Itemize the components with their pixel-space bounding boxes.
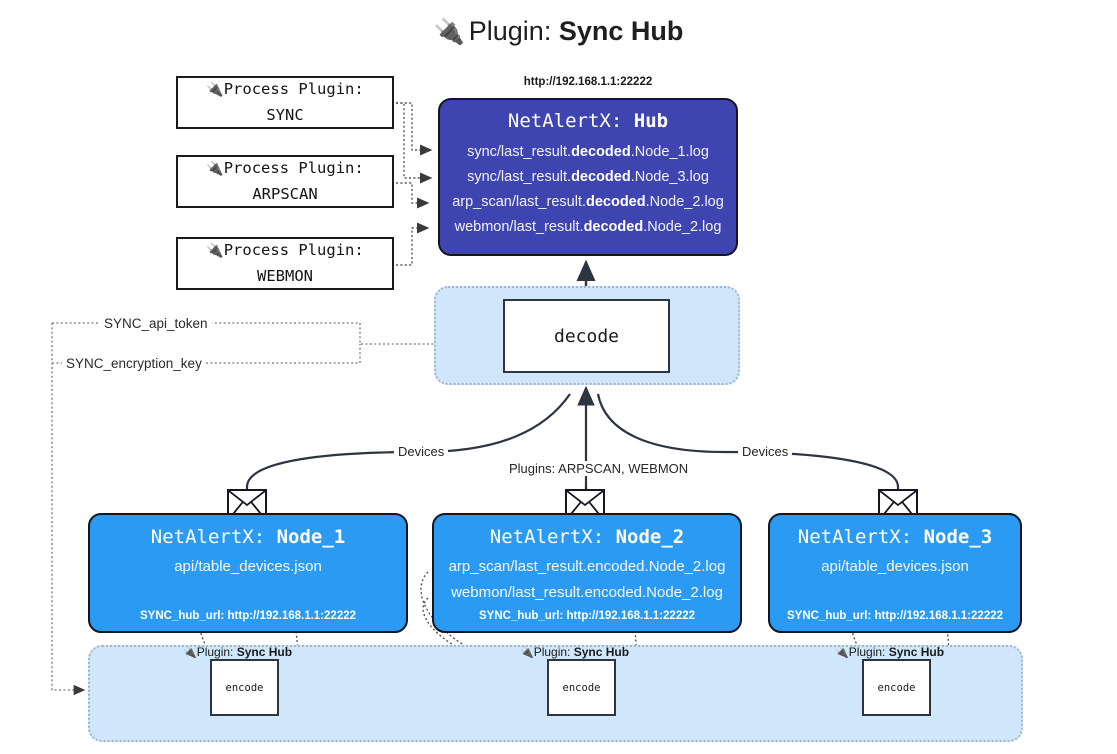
hub-box[interactable]: NetAlertX: Hub sync/last_result.decoded.…	[438, 98, 738, 256]
node-box-node-2[interactable]: NetAlertX: Node_2 arp_scan/last_result.e…	[432, 513, 742, 633]
encoder-plugin-label-3: 🔌Plugin: Sync Hub	[835, 645, 945, 659]
encoder-plugin-label-2: 🔌Plugin: Sync Hub	[520, 645, 630, 659]
wire-sync-to-hub-log1	[396, 102, 433, 156]
edge-label-plugins: Plugins: ARPSCAN, WEBMON	[505, 461, 693, 476]
process-plugin-arpscan-name: ARPSCAN	[252, 185, 318, 203]
hub-log-line: sync/last_result.decoded.Node_3.log	[467, 169, 709, 185]
plug-icon: 🔌	[206, 82, 224, 98]
node-line: api/table_devices.json	[821, 558, 969, 575]
encode-box-2[interactable]: encode	[547, 659, 616, 716]
page-title-prefix: Plugin:	[468, 16, 559, 46]
encoder-plugin-label-1: 🔌Plugin: Sync Hub	[183, 645, 293, 659]
process-plugin-webmon-line1: 🔌Process Plugin:	[178, 238, 392, 264]
process-plugin-sync-box[interactable]: 🔌Process Plugin: SYNC	[176, 76, 394, 129]
edge-label-devices-right: Devices	[738, 444, 793, 459]
node-title: NetAlertX: Node_2	[489, 526, 685, 548]
process-plugin-arpscan-label: Process Plugin:	[223, 159, 364, 177]
node-title: NetAlertX: Node_3	[797, 526, 993, 548]
hub-log-line: sync/last_result.decoded.Node_1.log	[467, 144, 709, 160]
node-title-name: Node_3	[923, 526, 993, 548]
node-title-name: Node_2	[615, 526, 685, 548]
node-line: api/table_devices.json	[174, 558, 322, 575]
node-line: webmon/last_result.encoded.Node_2.log	[451, 584, 723, 601]
plug-icon: 🔌	[206, 243, 224, 259]
hub-url-label: http://192.168.1.1:22222	[523, 76, 653, 88]
wire-sync-to-hub-log2	[396, 102, 433, 184]
page-title: 🔌Plugin: Sync Hub	[0, 16, 1117, 47]
process-plugin-arpscan-line1: 🔌Process Plugin:	[178, 156, 392, 182]
process-plugin-webmon-name: WEBMON	[257, 267, 313, 285]
plug-icon: 🔌	[433, 18, 465, 46]
hub-title-prefix: NetAlertX:	[507, 110, 634, 132]
plug-icon: 🔌	[520, 647, 534, 659]
process-plugin-arpscan-box[interactable]: 🔌Process Plugin: ARPSCAN	[176, 155, 394, 208]
wire-arpscan-to-hub-log3	[396, 182, 430, 209]
page-title-name: Sync Hub	[558, 16, 684, 46]
sync-encryption-key-label: SYNC_encryption_key	[62, 356, 206, 371]
process-plugin-sync-label: Process Plugin:	[223, 80, 364, 98]
node-footer: SYNC_hub_url: http://192.168.1.1:22222	[786, 610, 1004, 622]
process-plugin-sync-name: SYNC	[266, 106, 304, 124]
node-box-node-3[interactable]: NetAlertX: Node_3 api/table_devices.json…	[768, 513, 1022, 633]
sync-api-token-label: SYNC_api_token	[100, 316, 212, 331]
hub-log-line: arp_scan/last_result.decoded.Node_2.log	[452, 194, 724, 210]
decode-box[interactable]: decode	[503, 299, 670, 373]
edge-label-devices-left: Devices	[394, 444, 449, 459]
encode-box-3[interactable]: encode	[862, 659, 931, 716]
node-footer: SYNC_hub_url: http://192.168.1.1:22222	[139, 610, 357, 622]
node-footer: SYNC_hub_url: http://192.168.1.1:22222	[478, 610, 696, 622]
hub-title-name: Hub	[633, 110, 669, 132]
node-box-node-1[interactable]: NetAlertX: Node_1 api/table_devices.json…	[88, 513, 408, 633]
hub-log-line: webmon/last_result.decoded.Node_2.log	[454, 219, 722, 235]
hub-title: NetAlertX: Hub	[440, 110, 736, 132]
process-plugin-webmon-label: Process Plugin:	[223, 241, 364, 259]
node-title: NetAlertX: Node_1	[150, 526, 346, 548]
plug-icon: 🔌	[183, 647, 197, 659]
process-plugin-webmon-box[interactable]: 🔌Process Plugin: WEBMON	[176, 237, 394, 290]
plug-icon: 🔌	[206, 161, 224, 177]
process-plugin-sync-line1: 🔌Process Plugin:	[178, 77, 392, 103]
encode-box-1[interactable]: encode	[210, 659, 279, 716]
wire-encryption-key-to-encoders	[51, 323, 86, 696]
plug-icon: 🔌	[835, 647, 849, 659]
wire-webmon-to-hub-log4	[396, 222, 430, 266]
node-line: arp_scan/last_result.encoded.Node_2.log	[448, 558, 726, 575]
node-title-name: Node_1	[276, 526, 346, 548]
